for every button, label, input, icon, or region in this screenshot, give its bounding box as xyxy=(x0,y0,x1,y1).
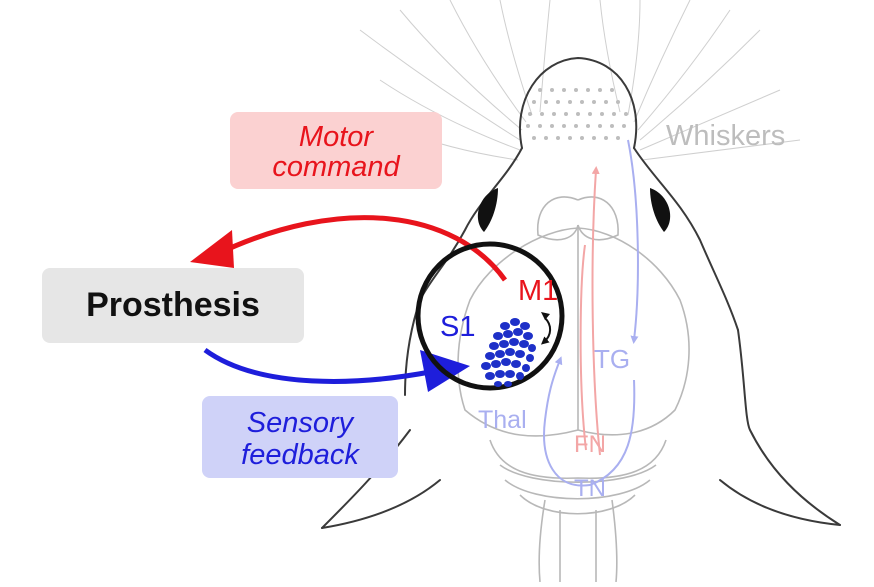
curved-arrows-icon xyxy=(540,317,552,345)
eyes xyxy=(477,188,671,232)
motor-command-label-line1: Motor xyxy=(299,121,374,153)
whisker-pad-dots xyxy=(526,88,628,140)
sensory-pathway-down xyxy=(627,139,639,344)
whiskers-label: Whiskers xyxy=(666,120,785,152)
thal-label: Thal xyxy=(478,406,527,434)
whiskers-group xyxy=(359,0,801,161)
right-eye xyxy=(650,188,671,232)
motor-pathway-2 xyxy=(579,244,587,451)
s1-label: S1 xyxy=(440,311,475,343)
sensory-pathway-loop xyxy=(543,356,636,487)
motor-arrowhead xyxy=(190,230,234,268)
prosthesis-label: Prosthesis xyxy=(86,286,260,324)
motor-pathway xyxy=(591,166,601,456)
barrel-field-icon xyxy=(481,318,536,387)
loop-arrowhead-top xyxy=(541,312,550,320)
motor-command-arrow xyxy=(213,215,508,282)
fn-label: FN xyxy=(574,431,606,458)
prosthesis-box xyxy=(42,268,304,343)
tn-label: TN xyxy=(574,475,606,502)
neural-pathways xyxy=(543,139,639,487)
tg-label: TG xyxy=(594,344,630,374)
left-eye xyxy=(477,188,498,232)
motor-command-label-line2: command xyxy=(272,151,400,183)
interface-circle xyxy=(415,241,565,391)
m1-label: M1 xyxy=(518,275,558,307)
motor-command-box xyxy=(230,112,442,189)
sensory-feedback-label-line1: Sensory xyxy=(247,407,355,439)
sensory-feedback-label-line2: feedback xyxy=(241,439,360,471)
brain-outline xyxy=(457,196,690,583)
sensory-feedback-arrow xyxy=(203,347,431,384)
sensory-feedback-box xyxy=(202,396,398,478)
